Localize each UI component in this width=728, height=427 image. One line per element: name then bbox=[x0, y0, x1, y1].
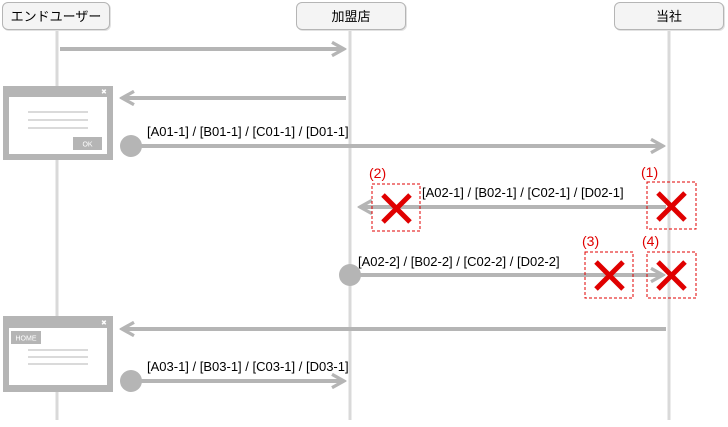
error-cross-icon bbox=[656, 260, 687, 291]
error-cross-icon bbox=[656, 191, 687, 222]
ok-button[interactable] bbox=[73, 137, 102, 150]
message-label-3: [A02-2] / [B02-2] / [C02-2] / [D02-2] bbox=[358, 254, 560, 269]
popup-window-ok: ✖ OK bbox=[3, 86, 113, 160]
home-button-label: HOME bbox=[16, 336, 37, 343]
close-icon: ✖ bbox=[101, 89, 107, 96]
actor-merchant: 加盟店 bbox=[296, 2, 406, 30]
home-button[interactable] bbox=[11, 331, 41, 344]
failure-point-2: (2) bbox=[369, 165, 421, 232]
failure-label-2: (2) bbox=[369, 165, 386, 181]
close-icon: ✖ bbox=[101, 320, 107, 327]
failure-label-3: (3) bbox=[582, 233, 599, 249]
actor-company: 当社 bbox=[614, 2, 724, 30]
error-cross-icon bbox=[594, 260, 625, 291]
ok-button-label: OK bbox=[82, 142, 92, 149]
message-label-1: [A01-1] / [B01-1] / [C01-1] / [D01-1] bbox=[147, 124, 349, 139]
message-label-2: [A02-1] / [B02-1] / [C02-1] / [D02-1] bbox=[422, 185, 624, 200]
failure-point-3: (3) bbox=[582, 233, 634, 299]
failure-label-4: (4) bbox=[642, 233, 659, 249]
arrow-start-dot bbox=[120, 370, 142, 392]
error-cross-icon bbox=[381, 193, 412, 224]
failure-point-4: (4) bbox=[642, 233, 697, 299]
failure-point-1: (1) bbox=[641, 164, 697, 230]
arrow-start-dot bbox=[120, 135, 142, 157]
message-label-4: [A03-1] / [B03-1] / [C03-1] / [D03-1] bbox=[147, 359, 349, 374]
actor-end-user: エンドユーザー bbox=[2, 2, 110, 30]
popup-window-home: ✖ HOME bbox=[3, 316, 113, 392]
failure-label-1: (1) bbox=[641, 164, 658, 180]
arrow-start-dot bbox=[339, 264, 361, 286]
